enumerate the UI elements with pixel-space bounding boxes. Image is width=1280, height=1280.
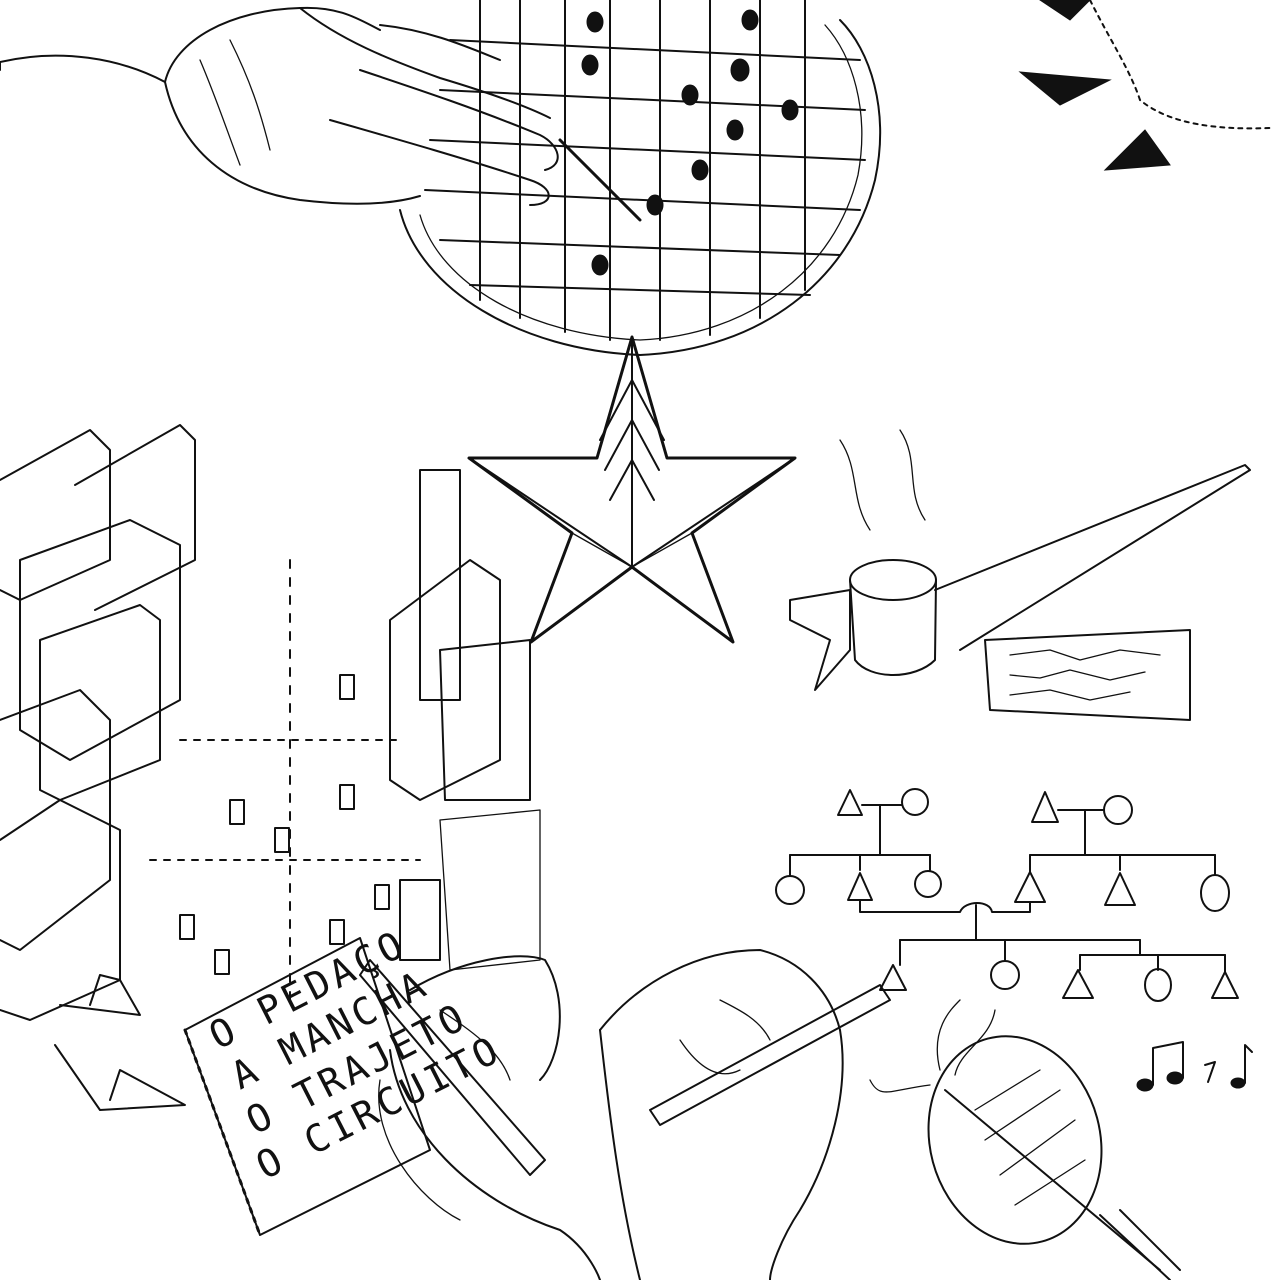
feather-fan	[869, 999, 1181, 1280]
left-writing-hand	[359, 955, 601, 1280]
pipe-with-note	[789, 429, 1251, 721]
music-notes-icon	[1136, 1041, 1253, 1092]
necklace	[1018, 0, 1271, 171]
kinship-diagram	[775, 788, 1239, 1002]
paper-boat-icon	[54, 974, 186, 1111]
left-hand-top	[0, 6, 642, 222]
right-writing-hand	[599, 949, 891, 1280]
city-aerial-view	[0, 424, 541, 1021]
birds-in-basket	[581, 9, 799, 276]
notebook	[183, 937, 431, 1237]
notebook-text: O PEDAÇO A MANCHA O TRAJETO O CIRCUITO	[202, 921, 508, 1188]
star-icon	[467, 335, 797, 644]
woven-basket	[399, 0, 882, 356]
basket-hand-group	[0, 0, 882, 356]
